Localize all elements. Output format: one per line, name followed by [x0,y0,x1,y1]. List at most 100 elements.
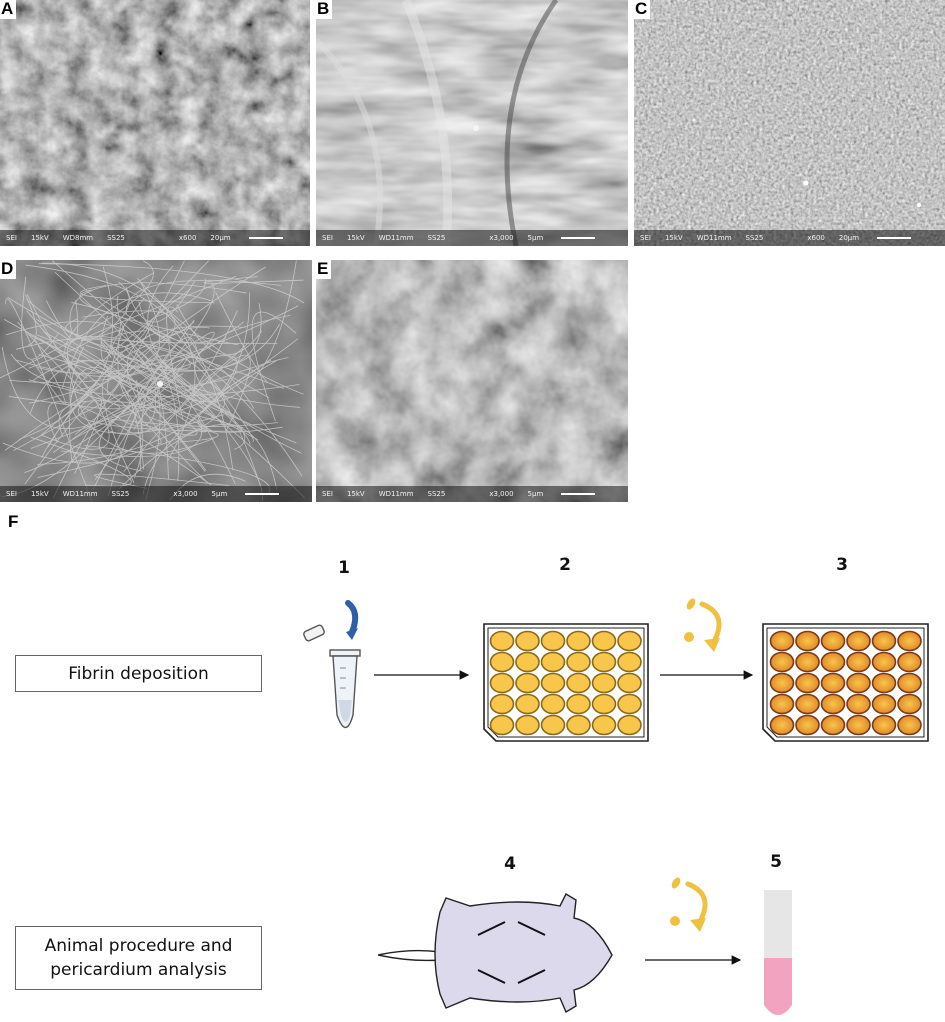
fibre-strand [116,295,147,367]
well [795,672,820,694]
well [897,693,922,715]
fibre-strand [4,359,167,451]
well [820,630,846,652]
scale-bar [561,237,596,239]
fibre-strand [5,298,93,502]
well [820,672,846,694]
step-number-1: 1 [338,558,350,578]
well [489,630,515,652]
sem-meta: SEI [6,490,17,498]
fibre-strand [69,282,247,332]
fibre-strand [16,338,161,500]
fibre-strand [58,400,244,437]
fibre-strand [176,304,263,356]
well [846,693,871,715]
sem-meta: SS25 [427,490,446,498]
fibre-strand [3,319,213,432]
fibre-strand [106,260,185,394]
sem-meta: 15kV [30,234,49,242]
fibre-strand [17,321,156,427]
step-number-2: 2 [559,555,571,575]
well [515,672,540,694]
sem-info-bar: SEI 15kV WD11mm SS25 x3,000 5µm [316,486,628,502]
fibre-strand [82,310,176,367]
curved-arrow-icon [684,598,722,652]
fibre-strand [110,330,297,444]
fibre-strand [77,401,247,432]
fibre-strand [80,275,237,342]
well [617,651,642,673]
sem-info-bar: SEI 15kV WD11mm SS25 x3,000 5µm [0,486,312,502]
sem-meta: 5µm [527,234,544,242]
microtube-icon [303,600,361,729]
well [871,672,897,694]
scale-bar [561,493,596,495]
fibre-strand [125,354,263,491]
sem-meta: 5µm [211,490,228,498]
well [795,651,820,673]
well [540,693,566,715]
fibre-strand [26,310,110,450]
fibre-strand [79,289,239,346]
well [769,672,795,694]
fibre-strand [7,297,280,371]
fibre-strand [142,360,277,495]
sem-meta: 15kV [346,234,365,242]
scale-bar [248,237,283,239]
sem-meta: x3,000 [489,490,514,498]
well [540,714,566,736]
sem-meta: x600 [178,234,197,242]
well [540,672,566,694]
test-tube-icon [764,890,792,1015]
fibre-strand [72,405,137,480]
sem-meta: SEI [322,234,333,242]
scale-bar [877,237,912,239]
well [820,651,846,673]
label-text: Fibrin deposition [68,663,209,684]
well [871,714,897,736]
fibre-strand [197,359,283,433]
fibre-strand [147,265,234,416]
well [846,714,871,736]
sem-image-d [0,260,312,502]
well [489,693,515,715]
scale-bar [245,493,280,495]
sem-meta: x600 [807,234,825,242]
fibre-strand [43,331,208,433]
sem-meta: 20µm [838,234,860,242]
panel-letter: B [316,0,333,19]
fibre-strand [21,276,59,360]
label-text-line1: Animal procedure and [44,936,233,956]
fibre-strand [98,260,297,403]
panel-letter: A [0,0,17,19]
sem-meta: 15kV [346,490,365,498]
well [617,630,642,652]
sem-meta: x3,000 [173,490,198,498]
fibre-strand [86,298,191,370]
well [897,651,922,673]
well [795,714,820,736]
sem-meta: SS25 [107,234,125,242]
fibre-strand [33,360,145,470]
fibre-strand [80,284,215,304]
fibre-strand [107,310,238,435]
fibre-strand [2,438,142,464]
fibre-strand [9,379,121,410]
well [820,714,846,736]
sem-meta: WD8mm [62,234,94,242]
fibre-strand [94,473,229,489]
sem-meta: SEI [640,234,651,242]
sem-image-a [0,0,310,246]
sem-info-bar: SEI 15kV WD11mm SS25 x600 20µm [634,230,945,246]
well [515,630,540,652]
sem-info-bar: SEI 15kV WD11mm SS25 x3,000 5µm [316,230,628,246]
curved-arrow-icon [670,877,708,932]
well [795,630,820,652]
fibre-strand [100,341,206,472]
fibre-strand [70,288,191,398]
sem-meta: WD11mm [696,234,732,242]
well [617,714,642,736]
sem-meta: 20µm [210,234,231,242]
fibre-strand [251,311,297,422]
